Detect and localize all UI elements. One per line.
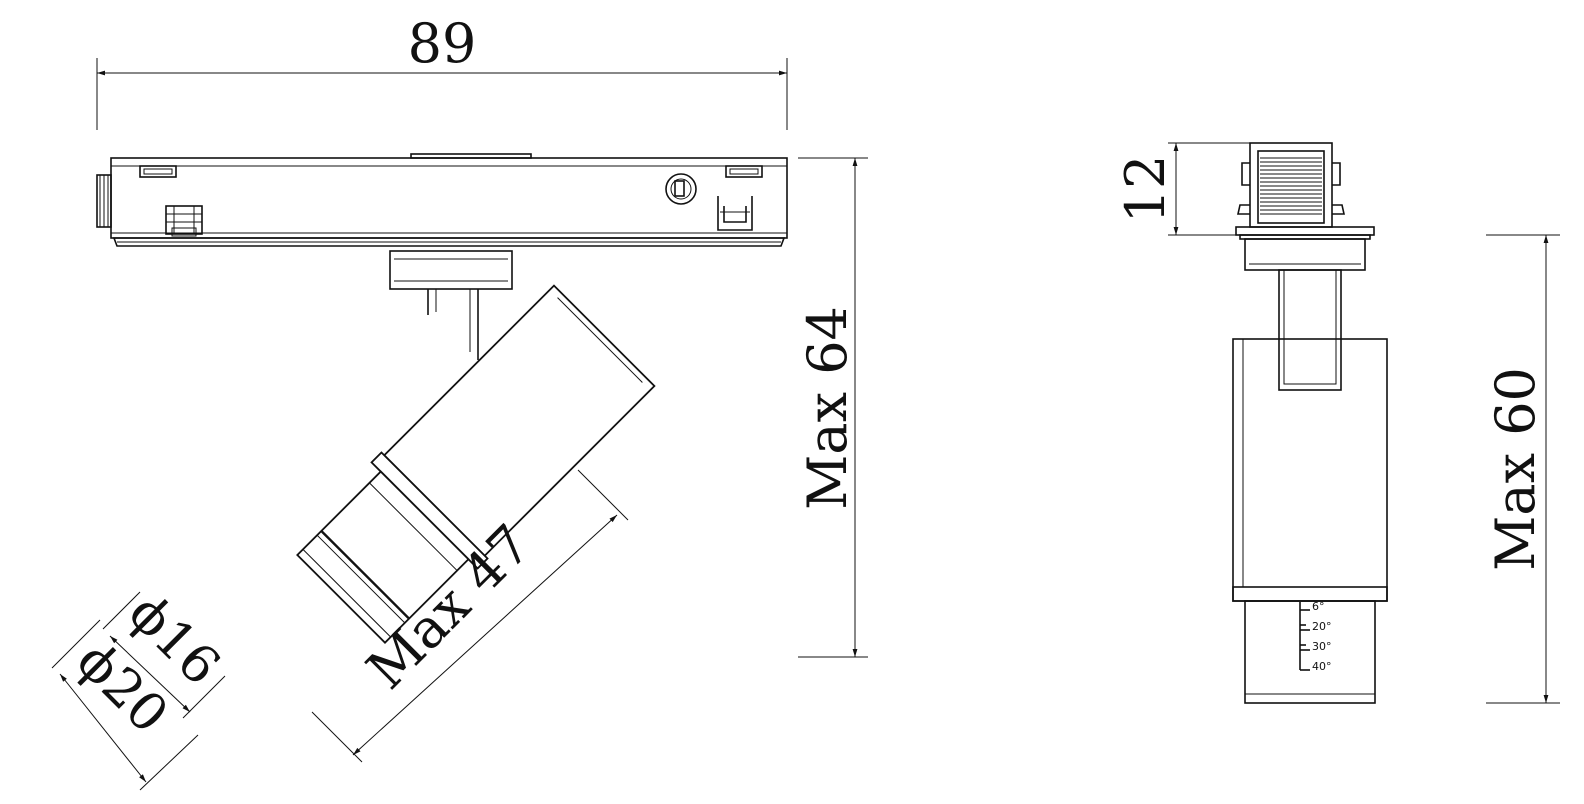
height-dimension: Max 64 <box>796 157 868 658</box>
track-adapter <box>96 153 788 247</box>
side-height-label: Max 60 <box>1484 367 1547 571</box>
beam-angle-label: 20° <box>1312 620 1332 633</box>
side-body <box>1232 338 1388 704</box>
stem <box>389 250 513 360</box>
beam-angle-label: 30° <box>1312 640 1332 653</box>
height-label: Max 64 <box>796 306 859 510</box>
side-adapter <box>1235 142 1375 271</box>
side-height-dimension: Max 60 <box>1484 234 1560 704</box>
beam-angle-label: 40° <box>1312 660 1332 673</box>
beam-angle-scale: 6° 20° 30° 40° <box>1299 600 1332 673</box>
front-view: 89 <box>51 12 868 791</box>
adapter-height-label: 12 <box>1114 155 1177 224</box>
width-dimension: 89 <box>96 12 788 130</box>
side-stem <box>1278 269 1342 391</box>
heatsink-fins-icon <box>1260 157 1322 215</box>
width-label: 89 <box>408 12 477 75</box>
adapter-height-dimension: 12 <box>1114 142 1250 236</box>
rotary-knob-icon <box>665 173 697 205</box>
beam-angle-label: 6° <box>1312 600 1325 613</box>
side-view: 6° 20° 30° 40° 12 Max 60 <box>1114 142 1560 704</box>
